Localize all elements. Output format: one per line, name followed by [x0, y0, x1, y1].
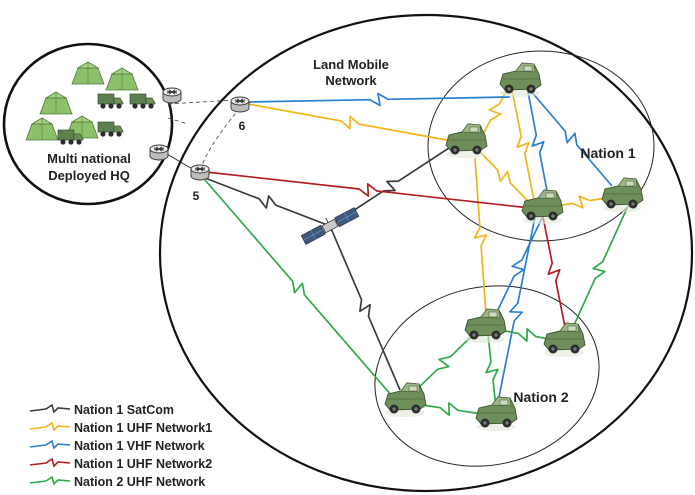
- link-satcom: [204, 177, 331, 227]
- legend-item-n2uhf: Nation 2 UHF Network: [29, 475, 205, 489]
- legend-label: Nation 1 UHF Network2: [74, 457, 212, 471]
- legend-label: Nation 1 SatCom: [74, 403, 174, 417]
- link-n2uhf: [409, 329, 479, 397]
- tent-icon: [25, 117, 59, 141]
- router-icon: [190, 164, 210, 181]
- link-vhf: [495, 211, 537, 413]
- link-uhf2: [205, 171, 531, 209]
- link-uhf1: [511, 89, 535, 201]
- legend-item-satcom: Nation 1 SatCom: [29, 403, 174, 417]
- truck-icon: [97, 93, 124, 110]
- legend-item-uhf1: Nation 1 UHF Network1: [29, 421, 212, 435]
- hq-boundary: [2, 42, 174, 206]
- link-uhf2: [541, 211, 567, 333]
- link-satcom: [329, 225, 401, 391]
- truck-icon: [97, 121, 124, 138]
- military-vehicle-icon: [384, 382, 427, 418]
- link-n2uhf: [485, 333, 499, 409]
- link-vhf: [527, 91, 549, 197]
- tent-icon: [105, 67, 139, 91]
- router-link-5: [166, 153, 195, 171]
- military-vehicle-icon: [543, 322, 586, 358]
- military-vehicle-icon: [464, 308, 507, 344]
- military-vehicle-icon: [475, 396, 518, 432]
- legend-item-uhf2: Nation 1 UHF Network2: [29, 457, 212, 471]
- link-n2uhf: [499, 328, 555, 342]
- legend: Nation 1 SatCom Nation 1 UHF Network1 Na…: [29, 403, 212, 489]
- link-vhf: [493, 217, 543, 319]
- link-n2uhf: [569, 205, 629, 335]
- legend-swatch: [29, 439, 71, 450]
- link-n2uhf: [415, 402, 483, 416]
- network-links: [204, 87, 629, 416]
- legend-label: Nation 1 VHF Network: [74, 439, 205, 453]
- link-uhf1: [247, 103, 453, 142]
- nation2-label: Nation 2: [513, 389, 568, 405]
- military-vehicle-icon: [521, 189, 564, 225]
- link-uhf1: [555, 195, 607, 209]
- link-satcom: [329, 145, 453, 227]
- router-icon: [230, 96, 250, 113]
- link-vhf: [247, 92, 511, 107]
- link-n2uhf: [204, 179, 393, 397]
- nation1-label: Nation 1: [580, 145, 635, 161]
- truck-icon: [129, 93, 156, 110]
- router-icon: [149, 144, 169, 161]
- link-uhf1: [481, 87, 509, 137]
- legend-swatch: [29, 457, 71, 468]
- tent-icon: [39, 91, 73, 115]
- land-mobile-network-boundary: [158, 13, 694, 493]
- hq-label-2: Deployed HQ: [48, 168, 130, 183]
- link-vhf: [529, 89, 613, 187]
- satellite-icon: [300, 207, 360, 245]
- legend-swatch: [29, 421, 71, 432]
- military-vehicle-icon: [499, 62, 542, 98]
- nation1-boundary: [427, 50, 655, 242]
- land-mobile-label: Land Mobile: [313, 57, 389, 72]
- legend-label: Nation 2 UHF Network: [74, 475, 205, 489]
- legend-swatch: [29, 403, 71, 414]
- router-6-label: 6: [239, 119, 246, 133]
- legend-label: Nation 1 UHF Network1: [74, 421, 212, 435]
- land-mobile-label-2: Network: [325, 73, 377, 88]
- nation2-boundary: [374, 285, 600, 467]
- legend-item-vhf: Nation 1 VHF Network: [29, 439, 205, 453]
- router-5-label: 5: [193, 189, 200, 203]
- hq-link-dashed: [167, 99, 235, 125]
- router-icon: [162, 87, 182, 104]
- hq-label: Multi national: [47, 151, 131, 166]
- link-uhf1: [477, 149, 531, 204]
- military-vehicle-icon: [445, 123, 488, 159]
- legend-swatch: [29, 475, 71, 486]
- tent-icon: [71, 61, 105, 85]
- military-vehicle-icon: [601, 177, 644, 213]
- hq-trucks: [57, 93, 156, 146]
- link-uhf1: [473, 157, 488, 316]
